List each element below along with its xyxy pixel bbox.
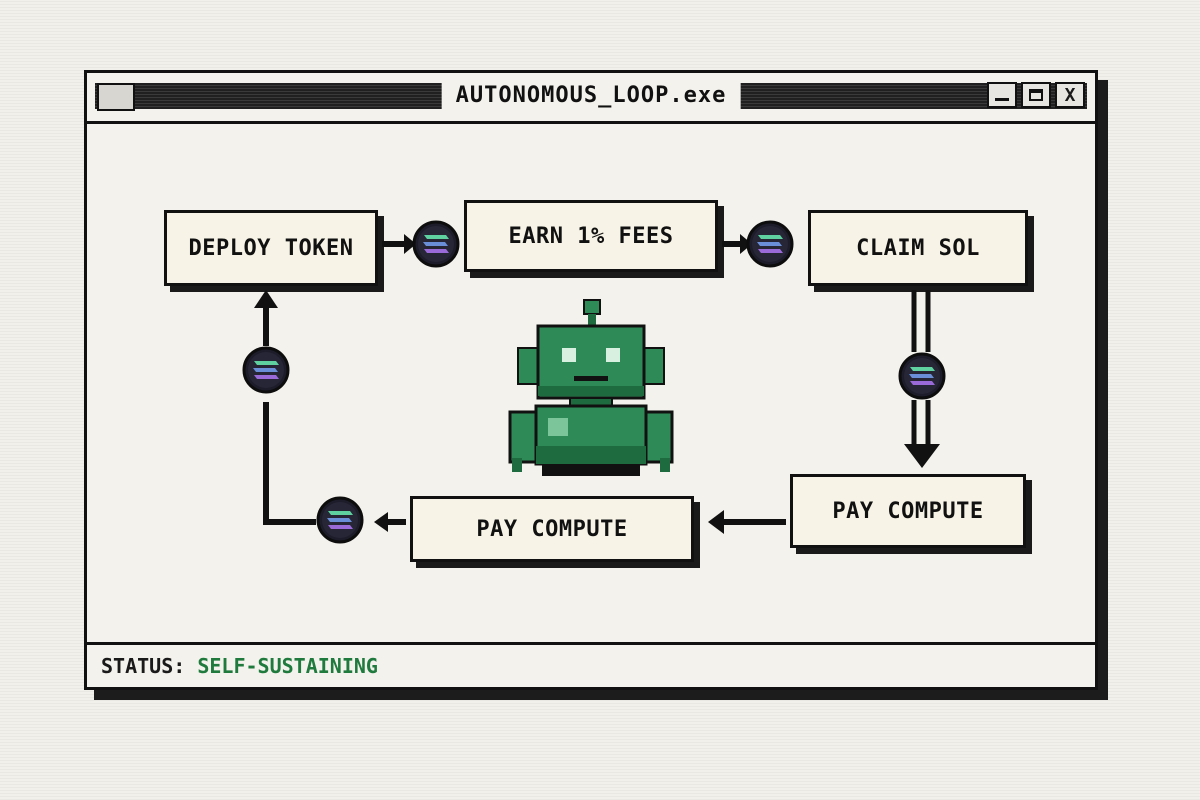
node-label: EARN 1% FEES bbox=[508, 223, 674, 249]
solana-coin-icon bbox=[412, 220, 460, 268]
window-title: AUTONOMOUS_LOOP.exe bbox=[441, 81, 741, 111]
maximize-icon bbox=[1029, 89, 1043, 101]
node-pay-compute-left: PAY COMPUTE bbox=[410, 496, 694, 562]
node-label: DEPLOY TOKEN bbox=[188, 235, 354, 261]
connector-pay-right-to-left bbox=[708, 510, 786, 534]
solana-coin-icon bbox=[242, 346, 290, 394]
status-label: STATUS: bbox=[101, 654, 186, 678]
connector-claim-to-pay bbox=[898, 290, 946, 468]
robot-icon bbox=[508, 299, 674, 476]
title-bar[interactable]: AUTONOMOUS_LOOP.exe X bbox=[87, 73, 1095, 124]
connector-earn-to-claim bbox=[722, 220, 794, 268]
node-deploy-token: DEPLOY TOKEN bbox=[164, 210, 378, 286]
minimize-button[interactable] bbox=[987, 82, 1017, 108]
system-menu-button[interactable] bbox=[97, 83, 135, 111]
status-value: SELF-SUSTAINING bbox=[197, 654, 378, 678]
node-pay-compute-right: PAY COMPUTE bbox=[790, 474, 1026, 548]
node-label: PAY COMPUTE bbox=[476, 516, 628, 542]
window-controls: X bbox=[987, 82, 1085, 108]
node-label: PAY COMPUTE bbox=[832, 498, 984, 524]
node-label: CLAIM SOL bbox=[856, 235, 980, 261]
minimize-icon bbox=[995, 98, 1009, 101]
solana-coin-icon bbox=[898, 352, 946, 400]
solana-coin-icon bbox=[746, 220, 794, 268]
solana-coin-icon bbox=[316, 496, 364, 544]
connector-deploy-to-earn bbox=[382, 220, 460, 268]
node-claim-sol: CLAIM SOL bbox=[808, 210, 1028, 286]
maximize-button[interactable] bbox=[1021, 82, 1051, 108]
status-bar: STATUS: SELF-SUSTAINING bbox=[87, 642, 1095, 687]
connector-pay-to-deploy bbox=[242, 290, 406, 544]
node-earn-fees: EARN 1% FEES bbox=[464, 200, 718, 272]
close-icon: X bbox=[1064, 84, 1076, 106]
close-button[interactable]: X bbox=[1055, 82, 1085, 108]
